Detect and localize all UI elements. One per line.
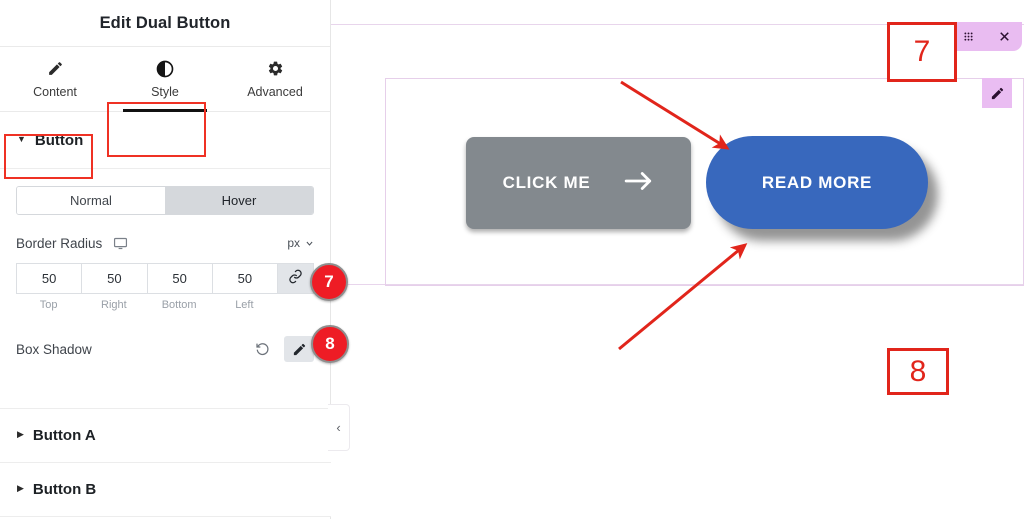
box-shadow-label: Box Shadow	[16, 341, 92, 357]
drag-handle-icon[interactable]	[961, 29, 976, 44]
box-shadow-row: Box Shadow	[16, 335, 314, 363]
tab-style-label: Style	[151, 85, 179, 99]
section-header-button[interactable]: ▼ Button	[0, 112, 330, 169]
box-shadow-edit-button[interactable]	[284, 336, 314, 362]
chevron-right-icon: ▶	[17, 483, 24, 493]
side-label-left: Left	[235, 299, 254, 311]
section-header-button-b[interactable]: ▶ Button B	[0, 462, 331, 516]
panel-tabs: Content Style Advanced	[0, 47, 330, 157]
border-radius-inputs	[16, 263, 314, 294]
contrast-icon	[156, 59, 174, 78]
side-label-right: Right	[101, 299, 127, 311]
tab-advanced[interactable]: Advanced	[220, 47, 330, 111]
side-label-top: Top	[39, 299, 58, 311]
section-header-button-b-label: Button B	[32, 481, 97, 498]
panel-body: Normal Hover Border Radius px	[0, 186, 330, 363]
annotation-box-7: 7	[887, 22, 957, 82]
link-values-toggle[interactable]	[277, 263, 314, 294]
editor-sidebar: Edit Dual Button Content Style	[0, 0, 349, 519]
preview-button-read-more-label: READ MORE	[761, 172, 873, 192]
border-radius-input-top[interactable]	[17, 271, 82, 286]
reset-icon[interactable]	[255, 341, 271, 357]
tab-content-label: Content	[33, 85, 77, 99]
link-icon	[288, 269, 303, 289]
pencil-icon	[991, 87, 1003, 99]
border-radius-input-right[interactable]	[82, 271, 147, 286]
sidebar-collapse-toggle[interactable]: ‹	[328, 404, 350, 451]
gear-icon	[267, 59, 284, 78]
column-edit-handle[interactable]	[982, 78, 1012, 108]
border-radius-cell-left[interactable]	[211, 263, 277, 294]
preview-canvas: CLICK ME READ MORE 7 8	[331, 0, 1024, 519]
state-toggle-group: Normal Hover	[16, 186, 314, 215]
pencil-icon	[47, 59, 64, 78]
preview-button-click-me[interactable]: CLICK ME	[466, 137, 691, 229]
arrow-right-icon	[624, 170, 654, 197]
toggle-option-hover[interactable]: Hover	[165, 187, 313, 214]
tab-advanced-label: Advanced	[247, 85, 303, 99]
panel-title: Edit Dual Button	[0, 0, 330, 47]
callout-badge-8: 8	[311, 325, 349, 363]
border-radius-input-left[interactable]	[212, 271, 277, 286]
chevron-down-icon: ▼	[17, 134, 26, 144]
side-label-spacer	[277, 299, 314, 311]
border-radius-input-bottom[interactable]	[147, 271, 212, 286]
side-label-bottom: Bottom	[161, 299, 197, 311]
border-radius-label: Border Radius	[16, 235, 103, 251]
unit-select-value: px	[287, 236, 300, 250]
pencil-icon	[293, 343, 305, 355]
callout-badge-7: 7	[310, 263, 348, 301]
desktop-monitor-icon[interactable]	[113, 236, 128, 251]
panel-bottom-divider	[0, 516, 331, 517]
close-icon[interactable]	[997, 29, 1012, 44]
border-radius-side-labels: Top Right Bottom Left	[16, 299, 314, 311]
chevron-left-icon: ‹	[336, 420, 341, 435]
unit-select[interactable]: px	[287, 236, 314, 250]
annotation-box-8: 8	[887, 348, 949, 395]
section-header-button-a-label: Button A	[32, 427, 96, 444]
preview-button-click-me-label: CLICK ME	[502, 173, 591, 192]
chevron-down-icon	[306, 241, 313, 246]
toggle-option-normal[interactable]: Normal	[17, 187, 165, 214]
preview-button-read-more[interactable]: READ MORE	[706, 136, 928, 229]
section-header-button-label: Button	[34, 131, 84, 149]
tab-style[interactable]: Style	[110, 47, 220, 112]
chevron-right-icon: ▶	[17, 429, 24, 439]
border-radius-cell-right[interactable]	[81, 263, 147, 294]
border-radius-header: Border Radius px	[16, 233, 314, 253]
border-radius-cell-bottom[interactable]	[146, 263, 212, 294]
border-radius-cell-top[interactable]	[16, 263, 82, 294]
section-header-button-a[interactable]: ▶ Button A	[0, 408, 331, 462]
tab-content[interactable]: Content	[0, 47, 110, 111]
